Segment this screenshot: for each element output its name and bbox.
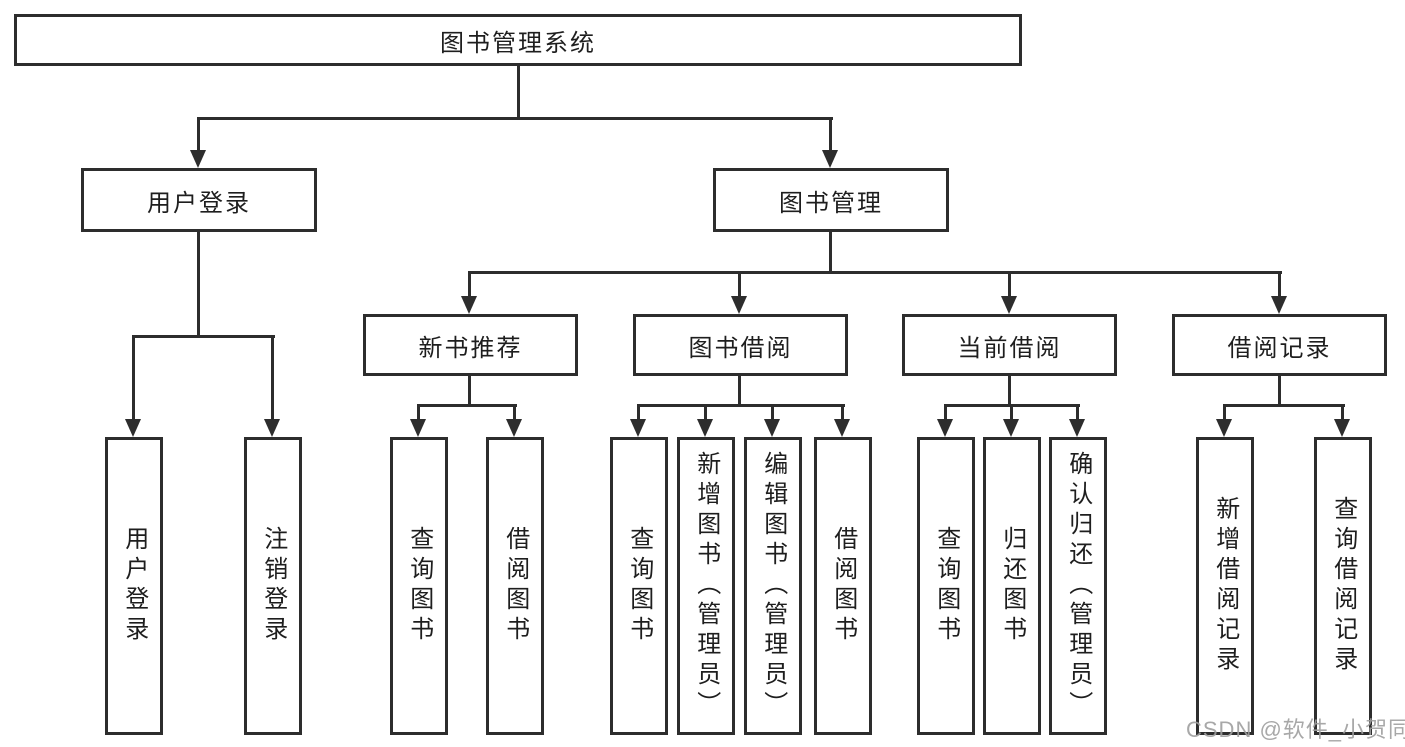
- connector-g2-span: [417, 404, 517, 407]
- leaf-query-borrow-record: 查询借阅记录: [1314, 437, 1372, 735]
- leaf-borrow-books-borrow: 借阅图书: [814, 437, 872, 735]
- connector-g3-drop: [738, 376, 741, 407]
- leaf-query-books-borrow: 查询图书: [610, 437, 668, 735]
- arrow-down-icon: [264, 336, 280, 437]
- connector-l2-span: [468, 271, 1282, 274]
- arrow-down-icon: [1271, 272, 1287, 314]
- arrow-down-icon: [1216, 405, 1232, 437]
- node-current-borrow: 当前借阅: [902, 314, 1117, 376]
- arrow-down-icon: [506, 405, 522, 437]
- connector-mgmt-drop: [829, 232, 832, 274]
- leaf-add-borrow-record-label: 新增借阅记录: [1211, 496, 1239, 676]
- leaf-logout: 注销登录: [244, 437, 302, 735]
- node-user-login-label: 用户登录: [147, 189, 251, 217]
- leaf-logout-label: 注销登录: [259, 526, 287, 646]
- leaf-return-book: 归还图书: [983, 437, 1041, 735]
- connector-user-span: [132, 335, 275, 338]
- node-new-book-recommend: 新书推荐: [363, 314, 578, 376]
- arrow-down-icon: [1069, 405, 1085, 437]
- node-book-management-label: 图书管理: [779, 189, 883, 217]
- leaf-query-books-borrow-label: 查询图书: [625, 526, 653, 646]
- node-new-book-recommend-label: 新书推荐: [418, 334, 523, 362]
- arrow-down-icon: [1334, 405, 1350, 437]
- connector-l1-span: [197, 117, 833, 120]
- arrow-down-icon: [822, 118, 838, 168]
- leaf-add-book-admin: 新增图书（管理员）: [677, 437, 735, 735]
- arrow-down-icon: [461, 272, 477, 314]
- arrow-down-icon: [697, 405, 713, 437]
- leaf-confirm-return-admin: 确认归还（管理员）: [1049, 437, 1107, 735]
- node-root-label: 图书管理系统: [440, 29, 596, 57]
- arrow-down-icon: [834, 405, 850, 437]
- arrow-down-icon: [410, 405, 426, 437]
- connector-root-drop: [517, 66, 520, 120]
- csdn-watermark: CSDN @软件_小贺同学: [1186, 717, 1405, 742]
- leaf-confirm-return-admin-label: 确认归还（管理员）: [1064, 451, 1092, 721]
- leaf-borrow-books-recommend: 借阅图书: [486, 437, 544, 735]
- node-book-borrow: 图书借阅: [633, 314, 848, 376]
- connector-user-drop: [197, 232, 200, 338]
- leaf-user-login-label: 用户登录: [120, 526, 148, 646]
- leaf-add-borrow-record: 新增借阅记录: [1196, 437, 1254, 735]
- arrow-down-icon: [937, 405, 953, 437]
- leaf-borrow-books-borrow-label: 借阅图书: [829, 526, 857, 646]
- arrow-down-icon: [630, 405, 646, 437]
- connector-g5-span: [1223, 404, 1345, 407]
- leaf-query-books-current-label: 查询图书: [932, 526, 960, 646]
- leaf-borrow-books-recommend-label: 借阅图书: [501, 526, 529, 646]
- arrow-down-icon: [1003, 405, 1019, 437]
- leaf-return-book-label: 归还图书: [998, 526, 1026, 646]
- connector-g5-drop: [1278, 376, 1281, 407]
- node-root: 图书管理系统: [14, 14, 1022, 66]
- node-book-borrow-label: 图书借阅: [688, 334, 793, 362]
- node-user-login: 用户登录: [81, 168, 317, 232]
- connector-g4-drop: [1008, 376, 1011, 407]
- leaf-query-books-recommend: 查询图书: [390, 437, 448, 735]
- arrow-down-icon: [125, 336, 141, 437]
- arrow-down-icon: [190, 118, 206, 168]
- leaf-user-login: 用户登录: [105, 437, 163, 735]
- leaf-query-books-current: 查询图书: [917, 437, 975, 735]
- leaf-query-borrow-record-label: 查询借阅记录: [1329, 496, 1357, 676]
- leaf-add-book-admin-label: 新增图书（管理员）: [692, 451, 720, 721]
- node-borrow-records: 借阅记录: [1172, 314, 1387, 376]
- connector-g2-drop: [468, 376, 471, 407]
- leaf-edit-book-admin: 编辑图书（管理员）: [744, 437, 802, 735]
- node-borrow-records-label: 借阅记录: [1227, 334, 1332, 362]
- leaf-query-books-recommend-label: 查询图书: [405, 526, 433, 646]
- leaf-edit-book-admin-label: 编辑图书（管理员）: [759, 451, 787, 721]
- arrow-down-icon: [731, 272, 747, 314]
- connector-g3-span: [637, 404, 845, 407]
- arrow-down-icon: [764, 405, 780, 437]
- node-book-management: 图书管理: [713, 168, 949, 232]
- arrow-down-icon: [1001, 272, 1017, 314]
- node-current-borrow-label: 当前借阅: [957, 334, 1062, 362]
